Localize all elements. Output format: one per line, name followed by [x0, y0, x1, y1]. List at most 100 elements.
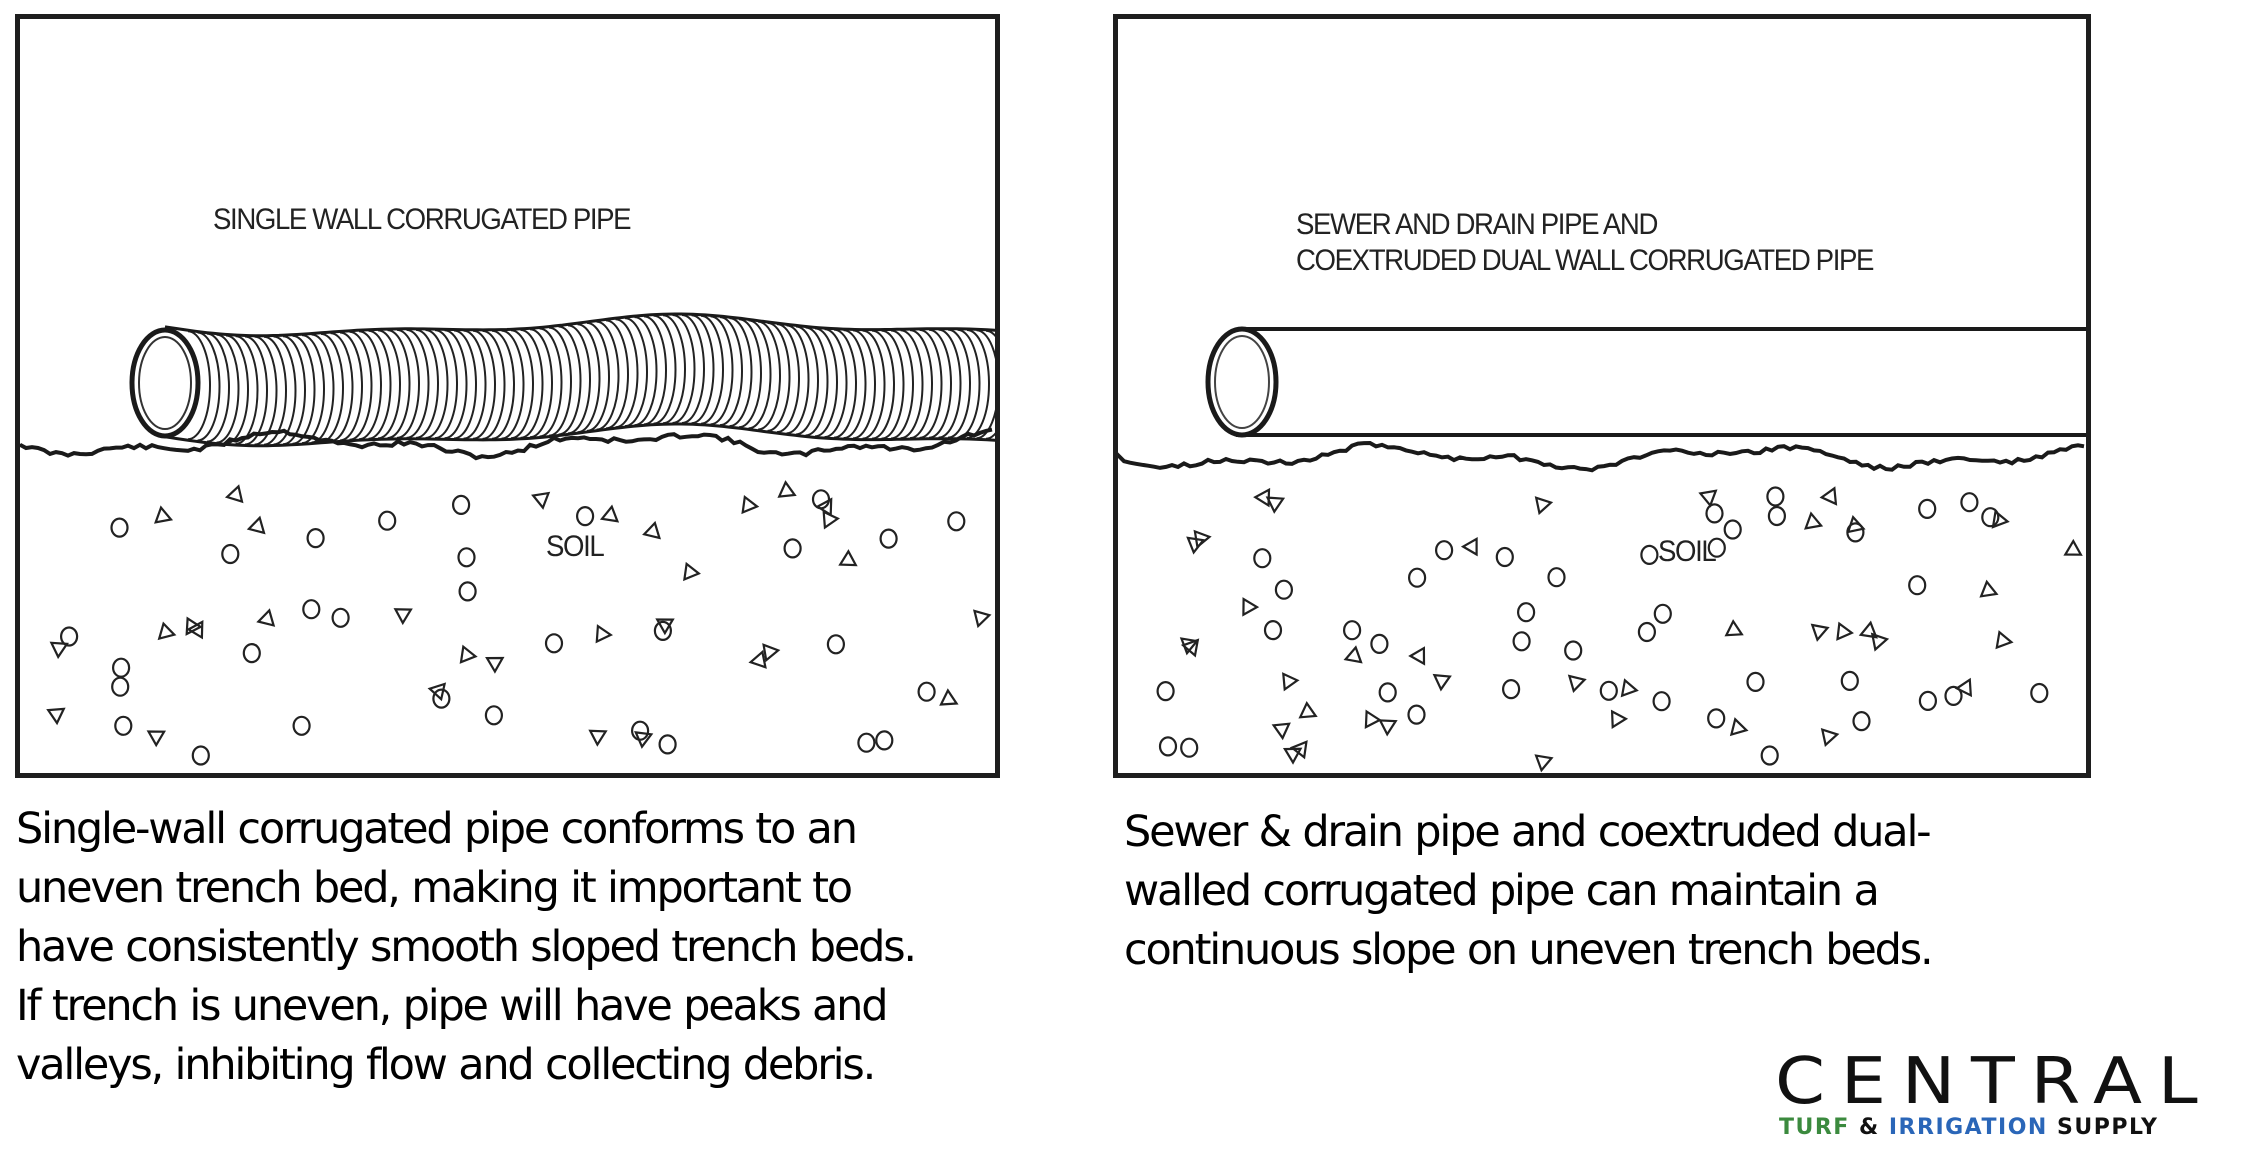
pipe-corrugation [881, 329, 905, 440]
pipe-corrugation [206, 332, 230, 443]
pipe-corrugation [871, 329, 895, 440]
pipe-corrugation [890, 329, 914, 440]
soil-pebble [1652, 691, 1671, 712]
soil-stone [1534, 496, 1554, 516]
soil-pebble [1495, 546, 1514, 568]
pipe-corrugation [273, 335, 297, 446]
soil-stone [1271, 722, 1291, 741]
soil-stone [1698, 489, 1718, 508]
soil-pebble [221, 543, 240, 565]
soil-stone [49, 641, 69, 660]
logo-wordmark: CENTRAL [1775, 1045, 2214, 1119]
pipe-corrugation [738, 318, 762, 429]
soil-stone [1995, 630, 2014, 650]
soil-pebble [653, 620, 673, 642]
soil-stone [1567, 674, 1587, 694]
soil-stone [1282, 747, 1303, 765]
soil-stone [1179, 637, 1199, 656]
soil-pebble [110, 517, 129, 538]
soil-stone [1378, 719, 1398, 737]
soil-pebble [1640, 544, 1659, 566]
pipe-corrugation [624, 317, 648, 428]
caption-line: Sewer & drain pipe and coextruded dual- [1124, 807, 1932, 857]
pipe-corrugation [520, 328, 544, 439]
caption-line: If trench is uneven, pipe will have peak… [16, 981, 889, 1031]
soil-pebble [1263, 619, 1283, 641]
soil-stone [1870, 632, 1890, 652]
pipe-corrugation [909, 329, 933, 440]
pipe-corrugation [947, 328, 971, 439]
pipe-end-opening [129, 327, 201, 439]
central-turf-irrigation-logo: CENTRAL TURF & IRRIGATION SUPPLY [1775, 1050, 2255, 1140]
pipe-corrugation [928, 328, 952, 439]
soil-stone [459, 644, 478, 664]
soil-pebble [1370, 633, 1389, 655]
pipe-corrugation [786, 324, 810, 435]
pipe-corrugation [292, 334, 316, 445]
pipe-type-label-line-2: COEXTRUDED DUAL WALL CORRUGATED PIPE [1296, 244, 1874, 277]
soil-pebble [1253, 548, 1272, 569]
dual-wall-pipe-illustration [1118, 326, 2086, 773]
soil-stone [1810, 623, 1830, 642]
soil-pebble [1760, 745, 1779, 766]
pipe-corrugation [529, 328, 553, 439]
caption-line: continuous slope on uneven trench beds. [1124, 925, 1934, 975]
pipe-corrugation [368, 329, 392, 440]
soil-stone [642, 520, 662, 540]
pipe-corrugation [843, 329, 867, 440]
pipe-corrugation [805, 326, 829, 437]
pipe-corrugation [434, 329, 458, 440]
pipe-corrugation [985, 329, 995, 440]
soil-pebble [1158, 736, 1178, 757]
pipe-corrugation [339, 331, 363, 442]
soil-pebble [879, 528, 898, 549]
soil-pebble [1766, 486, 1785, 507]
pipe-corrugation [605, 319, 629, 430]
soil-pebble [452, 494, 471, 515]
soil-stone [146, 730, 167, 748]
soil-pebble [1156, 680, 1175, 702]
soil-stone [1460, 537, 1478, 557]
pipe-corrugation [567, 324, 591, 435]
soil-stone [186, 620, 204, 640]
single-wall-pipe-illustration [20, 312, 995, 766]
pipe-corrugation [320, 332, 344, 443]
pipe-corrugation [729, 317, 753, 428]
soil-pebble [1918, 498, 1937, 519]
logo-turf: TURF [1779, 1115, 1850, 1140]
soil-pebble [1517, 602, 1536, 623]
soil-stone [939, 688, 959, 706]
soil-pebble [1908, 575, 1927, 596]
soil-stone [1724, 619, 1744, 637]
soil-stone [531, 491, 551, 510]
soil-stone [777, 480, 797, 498]
logo-irrigation: IRRIGATION [1888, 1115, 2048, 1140]
soil-stone [1620, 678, 1639, 698]
soil-pebble [1408, 567, 1427, 588]
soil-stone [1432, 673, 1452, 692]
pipe-corrugation [282, 335, 306, 446]
soil-pebble [826, 634, 846, 655]
soil-stone [246, 515, 266, 535]
soil-stone [1298, 701, 1318, 719]
smooth-pipe [1205, 326, 2086, 438]
soil-pebble [630, 720, 650, 741]
soil-stone [838, 549, 858, 567]
logo-tagline: TURF & IRRIGATION SUPPLY [1779, 1116, 2158, 1140]
pipe-corrugation [719, 316, 743, 427]
soil-pebble [1502, 678, 1521, 700]
soil-stone [224, 484, 244, 504]
pipe-corrugation [501, 329, 525, 440]
soil-pebble [191, 745, 210, 766]
soil-stone [1282, 672, 1300, 692]
pipe-corrugation [330, 332, 354, 443]
soil-stone [1729, 717, 1749, 737]
soil-stone [157, 621, 177, 641]
dual-wall-caption: Sewer & drain pipe and coextruded dual- … [1124, 803, 1934, 980]
pipe-corrugation [615, 318, 639, 429]
trench-bed-line [20, 427, 993, 461]
soil-pebble [1960, 492, 1979, 513]
soil-stone [2063, 538, 2083, 556]
soil-stone [1858, 620, 1878, 639]
pipe-corrugation [244, 335, 268, 446]
